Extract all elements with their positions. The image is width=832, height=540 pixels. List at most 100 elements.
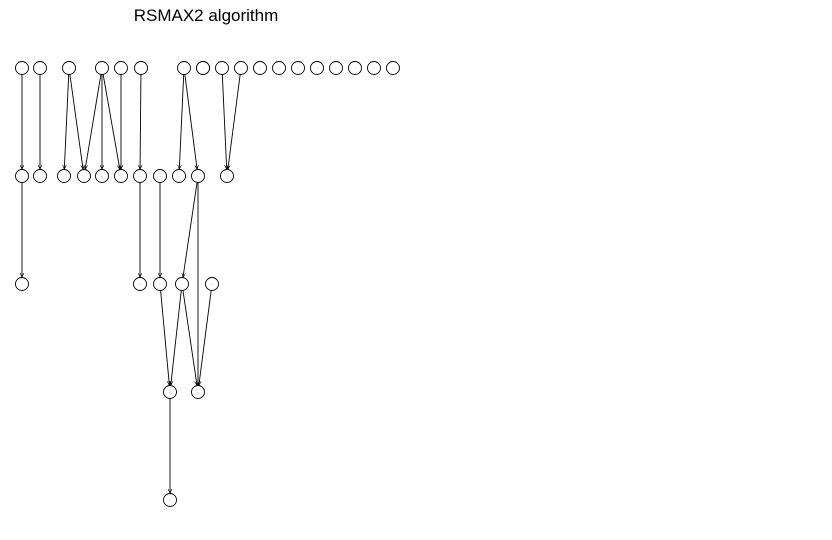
node-b4: ·· xyxy=(175,277,189,291)
node-m2: ·· xyxy=(33,169,47,183)
node-m5: ··· xyxy=(95,169,109,183)
node-circle xyxy=(177,61,191,75)
node-label: ··· xyxy=(202,67,205,70)
node-label: ··· xyxy=(169,499,172,502)
node-label: ···· xyxy=(210,283,213,286)
node-circle xyxy=(163,385,177,399)
node-circle xyxy=(191,385,205,399)
node-n16: ··· xyxy=(329,61,343,75)
edge-b5-c2 xyxy=(199,290,212,385)
node-label: ··· xyxy=(178,175,181,178)
node-label: ··· xyxy=(354,67,357,70)
edge-n7-m9 xyxy=(179,74,185,169)
node-m8: ··· xyxy=(153,169,167,183)
node-label: ···· xyxy=(138,175,141,178)
node-b2: ···· xyxy=(133,277,147,291)
node-m3: ···· xyxy=(57,169,71,183)
node-label: ···· xyxy=(138,283,141,286)
node-n11: ··· xyxy=(234,61,248,75)
edges-layer xyxy=(22,74,241,494)
node-circle xyxy=(329,61,343,75)
edge-m10-b4 xyxy=(183,182,198,277)
nodes-layer: ········································… xyxy=(15,61,400,507)
node-circle xyxy=(114,169,128,183)
edge-b4-c1 xyxy=(171,290,182,385)
node-m7: ···· xyxy=(133,169,147,183)
node-label: ····· xyxy=(20,67,24,70)
node-circle xyxy=(77,169,91,183)
node-c2: ···· xyxy=(191,385,205,399)
node-label: ··· xyxy=(159,175,162,178)
node-circle xyxy=(367,61,381,75)
node-label: ··· xyxy=(297,67,300,70)
node-label: ··· xyxy=(259,67,262,70)
node-n1: ····· xyxy=(15,61,29,75)
graph-title: RSMAX2 algorithm xyxy=(133,6,279,25)
node-circle xyxy=(133,169,147,183)
node-label: ···· xyxy=(182,67,185,70)
node-circle xyxy=(15,61,29,75)
node-n5: ···· xyxy=(114,61,128,75)
edge-b3-c1 xyxy=(160,290,170,385)
edge-b4-c2 xyxy=(182,290,197,385)
node-m11: ···· xyxy=(220,169,234,183)
node-label: ··· xyxy=(240,67,243,70)
node-circle xyxy=(62,61,76,75)
node-circle xyxy=(310,61,324,75)
node-n18: ···· xyxy=(367,61,381,75)
edge-n4-m6 xyxy=(102,74,120,169)
node-circle xyxy=(153,169,167,183)
edge-n6-m7 xyxy=(140,74,141,169)
node-label: ···· xyxy=(119,175,122,178)
node-label: ··· xyxy=(316,67,319,70)
node-label: ··· xyxy=(68,67,71,70)
node-c1: ···· xyxy=(163,385,177,399)
node-n6: ···· xyxy=(134,61,148,75)
node-b3: ··· xyxy=(153,277,167,291)
node-circle xyxy=(191,169,205,183)
node-circle xyxy=(196,61,210,75)
node-n7: ···· xyxy=(177,61,191,75)
node-label: ···· xyxy=(277,67,280,70)
node-label: ··· xyxy=(101,175,104,178)
node-label: ·· xyxy=(101,67,103,70)
node-label: ···· xyxy=(391,67,394,70)
node-label: ··· xyxy=(197,175,200,178)
edge-n3-m4 xyxy=(69,74,83,169)
node-circle xyxy=(220,169,234,183)
node-circle xyxy=(134,61,148,75)
node-m6: ···· xyxy=(114,169,128,183)
node-n14: ··· xyxy=(291,61,305,75)
node-circle xyxy=(253,61,267,75)
node-circle xyxy=(172,169,186,183)
node-n4: ·· xyxy=(95,61,109,75)
node-circle xyxy=(175,277,189,291)
node-circle xyxy=(133,277,147,291)
node-b1: ··· xyxy=(15,277,29,291)
node-label: ··· xyxy=(159,283,162,286)
node-label: ··· xyxy=(335,67,338,70)
node-label: ·· xyxy=(83,175,85,178)
node-n17: ··· xyxy=(348,61,362,75)
node-m4: ·· xyxy=(77,169,91,183)
node-circle xyxy=(215,61,229,75)
node-circle xyxy=(291,61,305,75)
node-circle xyxy=(57,169,71,183)
node-b5: ···· xyxy=(205,277,219,291)
node-circle xyxy=(95,169,109,183)
node-label: ···· xyxy=(225,175,228,178)
node-circle xyxy=(33,169,47,183)
node-circle xyxy=(33,61,47,75)
node-circle xyxy=(272,61,286,75)
node-label: ···· xyxy=(168,391,171,394)
node-n13: ···· xyxy=(272,61,286,75)
node-n12: ··· xyxy=(253,61,267,75)
node-circle xyxy=(163,493,177,507)
node-label: ···· xyxy=(220,67,223,70)
node-n9: ··· xyxy=(196,61,210,75)
node-label: ···· xyxy=(119,67,122,70)
node-label: ···· xyxy=(372,67,375,70)
node-circle xyxy=(234,61,248,75)
edge-n11-m11 xyxy=(228,74,241,169)
